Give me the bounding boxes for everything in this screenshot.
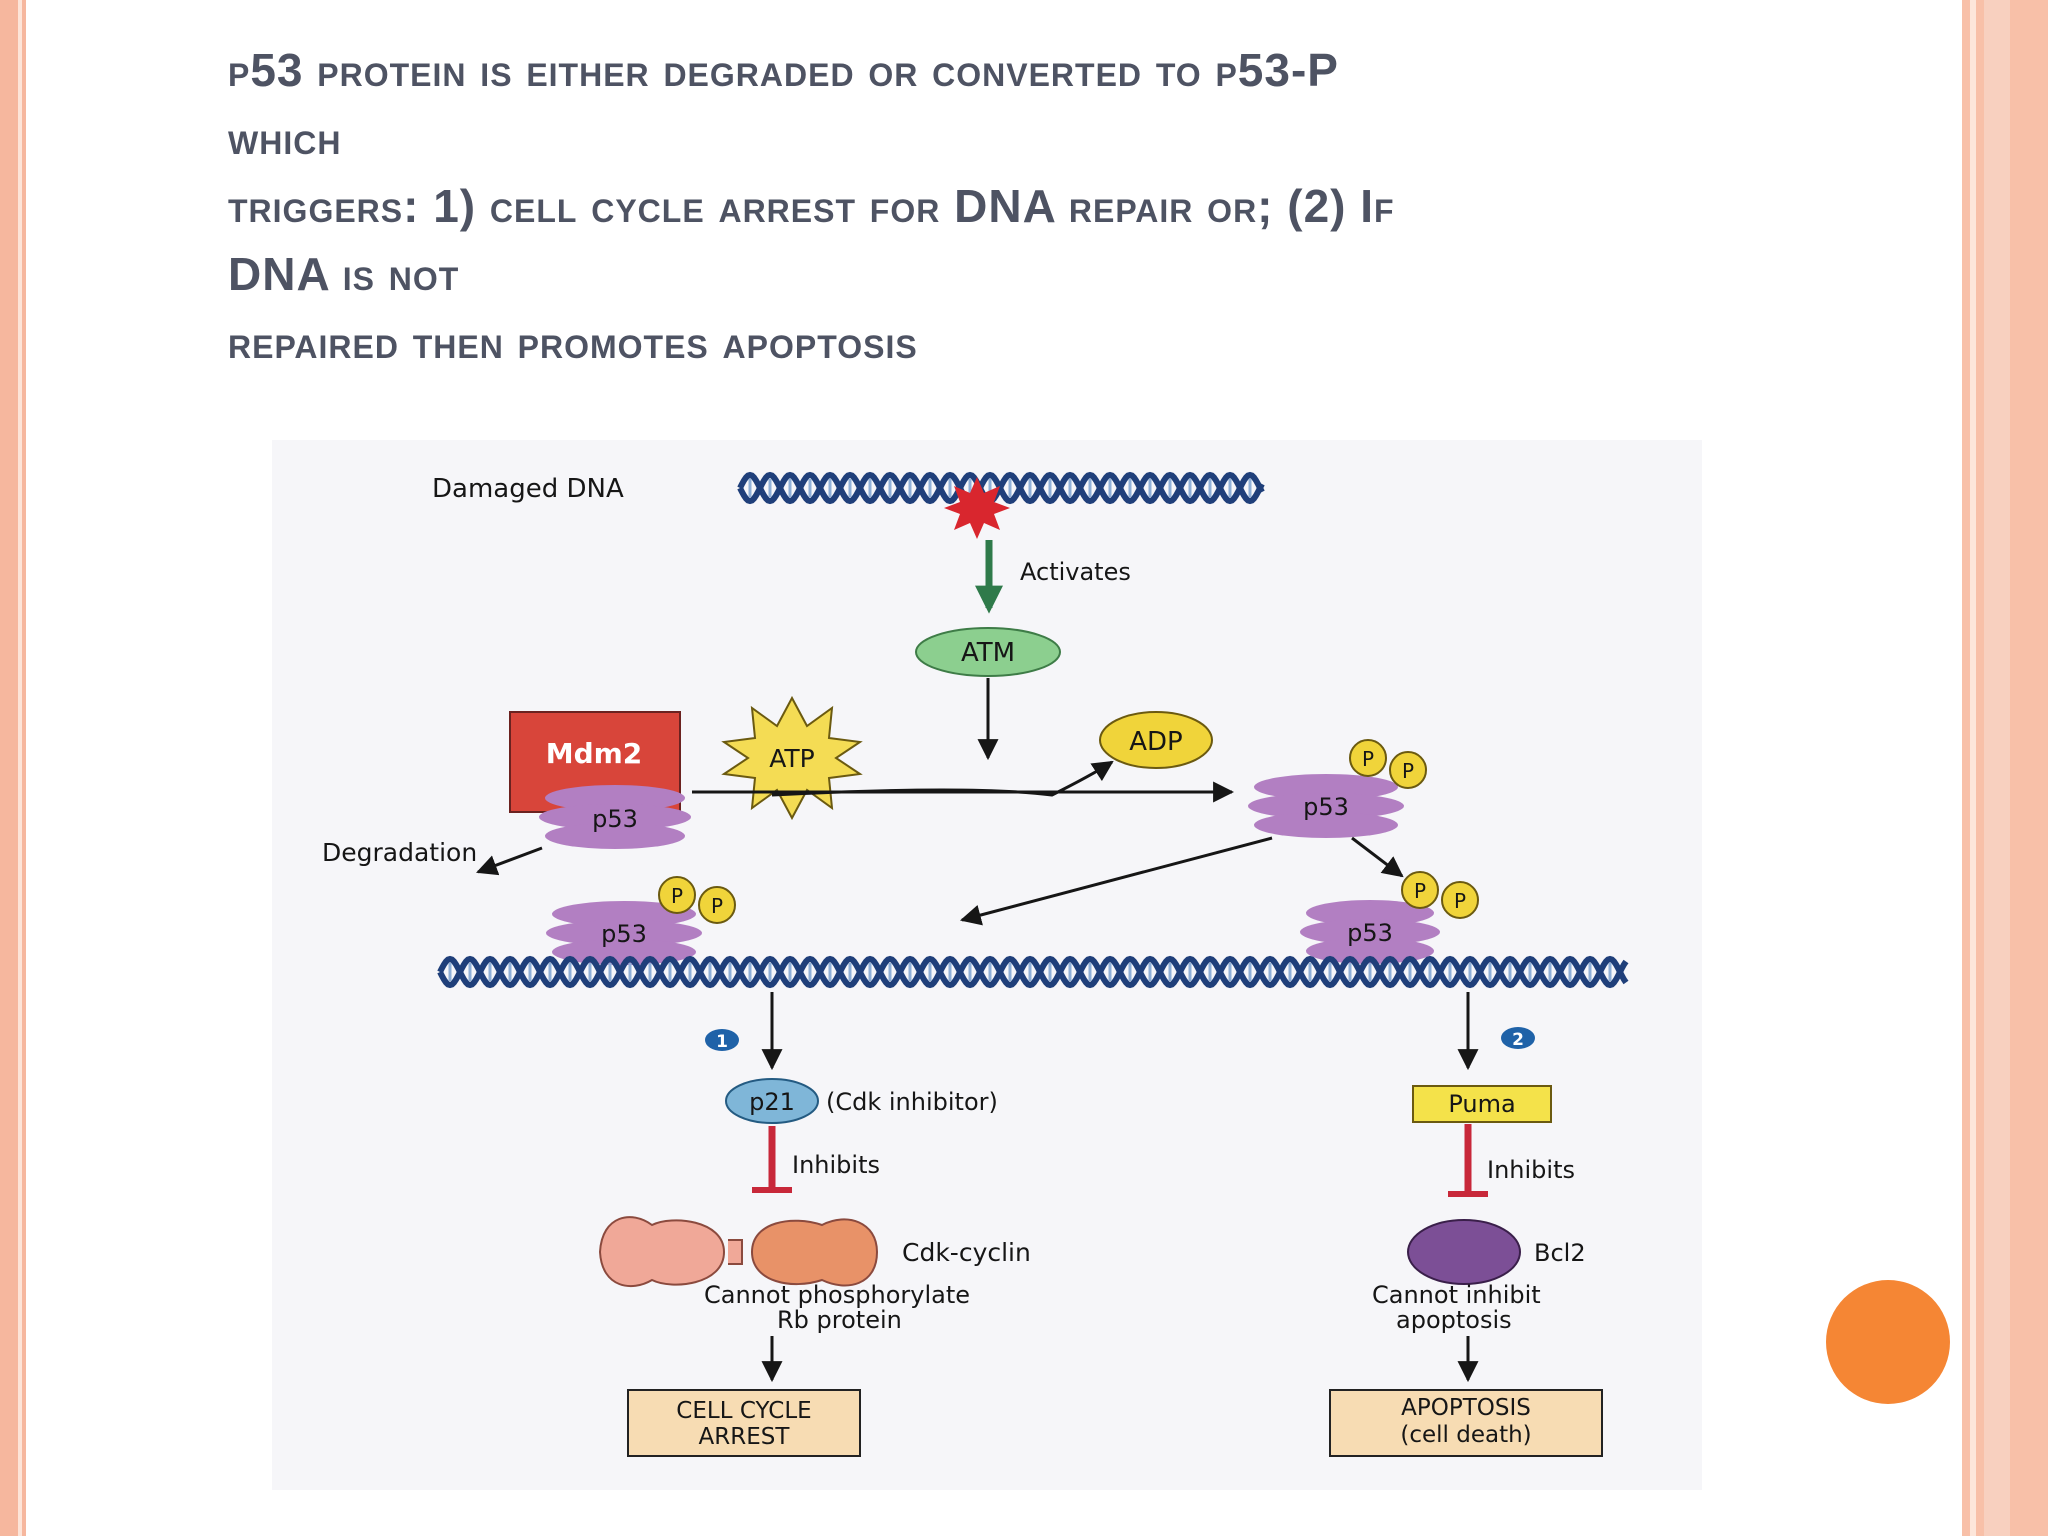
step2-badge [1501, 1027, 1535, 1049]
cannot-inhibit-label: Cannot inhibit [1372, 1281, 1541, 1309]
pathway-diagram: Damaged DNA Activates ATM Mdm2 p53 Degra… [322, 471, 1629, 1457]
phosphate-circle-icon [1389, 751, 1427, 789]
title-line: repaired then promotes apoptosis [228, 316, 918, 368]
inhibits-label: Inhibits [792, 1151, 880, 1179]
phosphate-label: P [1414, 879, 1426, 903]
rb-protein-label: Rb protein [777, 1306, 902, 1334]
phosphate-label: P [1402, 759, 1414, 783]
dna-strand [437, 955, 1629, 989]
p21-ellipse [725, 1078, 819, 1124]
rail-stripe [1984, 0, 2010, 1536]
cell-cycle-label: CELL CYCLE [676, 1398, 811, 1424]
apoptosis-box [1329, 1389, 1603, 1457]
bcl2-ellipse [1407, 1219, 1521, 1285]
adp-label: ADP [1129, 727, 1183, 757]
step1-label: 1 [716, 1032, 728, 1052]
title-line: p53 protein is either degraded or conver… [228, 44, 1339, 96]
cdk-inhibitor-label: (Cdk inhibitor) [826, 1088, 998, 1116]
phosphate-label: P [1362, 747, 1374, 771]
dna-damage-starburst-icon [944, 477, 1010, 539]
damaged-dna-helix [737, 471, 1265, 505]
cdk-cyclin-label: Cdk-cyclin [902, 1238, 1031, 1267]
dna-helix [437, 955, 1629, 989]
adp-ellipse [1099, 711, 1213, 769]
to-pathway2-arrow-icon [1351, 836, 1404, 878]
phosphate-circle-icon [1401, 871, 1439, 909]
arrest-label: ARREST [699, 1424, 791, 1450]
cell-cycle-arrest-box [627, 1389, 861, 1457]
p53-pathway-figure: Damaged DNA Activates ATM Mdm2 p53 Degra… [272, 440, 1702, 1490]
atm-ellipse [915, 627, 1061, 677]
inhibits-label: Inhibits [1487, 1156, 1575, 1184]
cell-death-label: (cell death) [1400, 1422, 1531, 1448]
phosphate-label: P [671, 884, 683, 908]
p53-label: p53 [592, 805, 638, 833]
phosphate-circle-icon [658, 876, 696, 914]
dna-strand [737, 471, 1265, 505]
puma-box [1412, 1085, 1552, 1123]
phosphate-circle-icon [1441, 881, 1479, 919]
decorative-orange-circle [1826, 1280, 1950, 1404]
title-line: triggers: 1) cell cycle arrest for DNA r… [228, 180, 1395, 232]
p53-protein-phosphorylated-right-lower [1300, 900, 1440, 964]
atm-label: ATM [961, 638, 1015, 668]
puma-label: Puma [1448, 1090, 1515, 1118]
phosphate-circle-icon [1349, 739, 1387, 777]
p53-label: p53 [601, 920, 647, 948]
step1-badge [705, 1029, 739, 1051]
p53-protein-phosphorylated-right [1248, 774, 1404, 838]
cdk-cyclin-complex-icon [598, 1216, 879, 1288]
p53-protein-phosphorylated-left [546, 901, 702, 965]
activates-label: Activates [1020, 558, 1131, 586]
phosphate-label: P [711, 894, 723, 918]
p53-label: p53 [1303, 793, 1349, 821]
slide-title: p53 protein is either degraded or conver… [228, 36, 1788, 376]
degradation-label: Degradation [322, 838, 477, 867]
step2-label: 2 [1512, 1030, 1524, 1050]
p53-label: p53 [1347, 919, 1393, 947]
rail-stripe [1970, 0, 1976, 1536]
to-pathway1-arrow-icon [959, 836, 1273, 926]
apoptosis-box-label: APOPTOSIS [1401, 1395, 1531, 1421]
title-line: DNA is not [228, 248, 460, 300]
phosphate-label: P [1454, 889, 1466, 913]
cannot-phosphorylate-label: Cannot phosphorylate [704, 1281, 970, 1309]
damaged-dna-label: Damaged DNA [432, 474, 624, 504]
p21-label: p21 [749, 1088, 795, 1116]
phosphate-circle-icon [698, 886, 736, 924]
right-border-rail [1962, 0, 2048, 1536]
atp-label: ATP [769, 744, 815, 773]
bcl2-label: Bcl2 [1534, 1239, 1586, 1267]
degradation-arrow-icon [476, 846, 543, 876]
p53-protein-left [539, 785, 691, 849]
dna-strand [437, 955, 1629, 989]
left-border-rail [0, 0, 26, 1536]
atp-starburst-icon [721, 695, 863, 821]
apoptosis-small-label: apoptosis [1396, 1306, 1512, 1334]
mdm2-label: Mdm2 [546, 737, 643, 770]
title-line: which [228, 112, 342, 164]
